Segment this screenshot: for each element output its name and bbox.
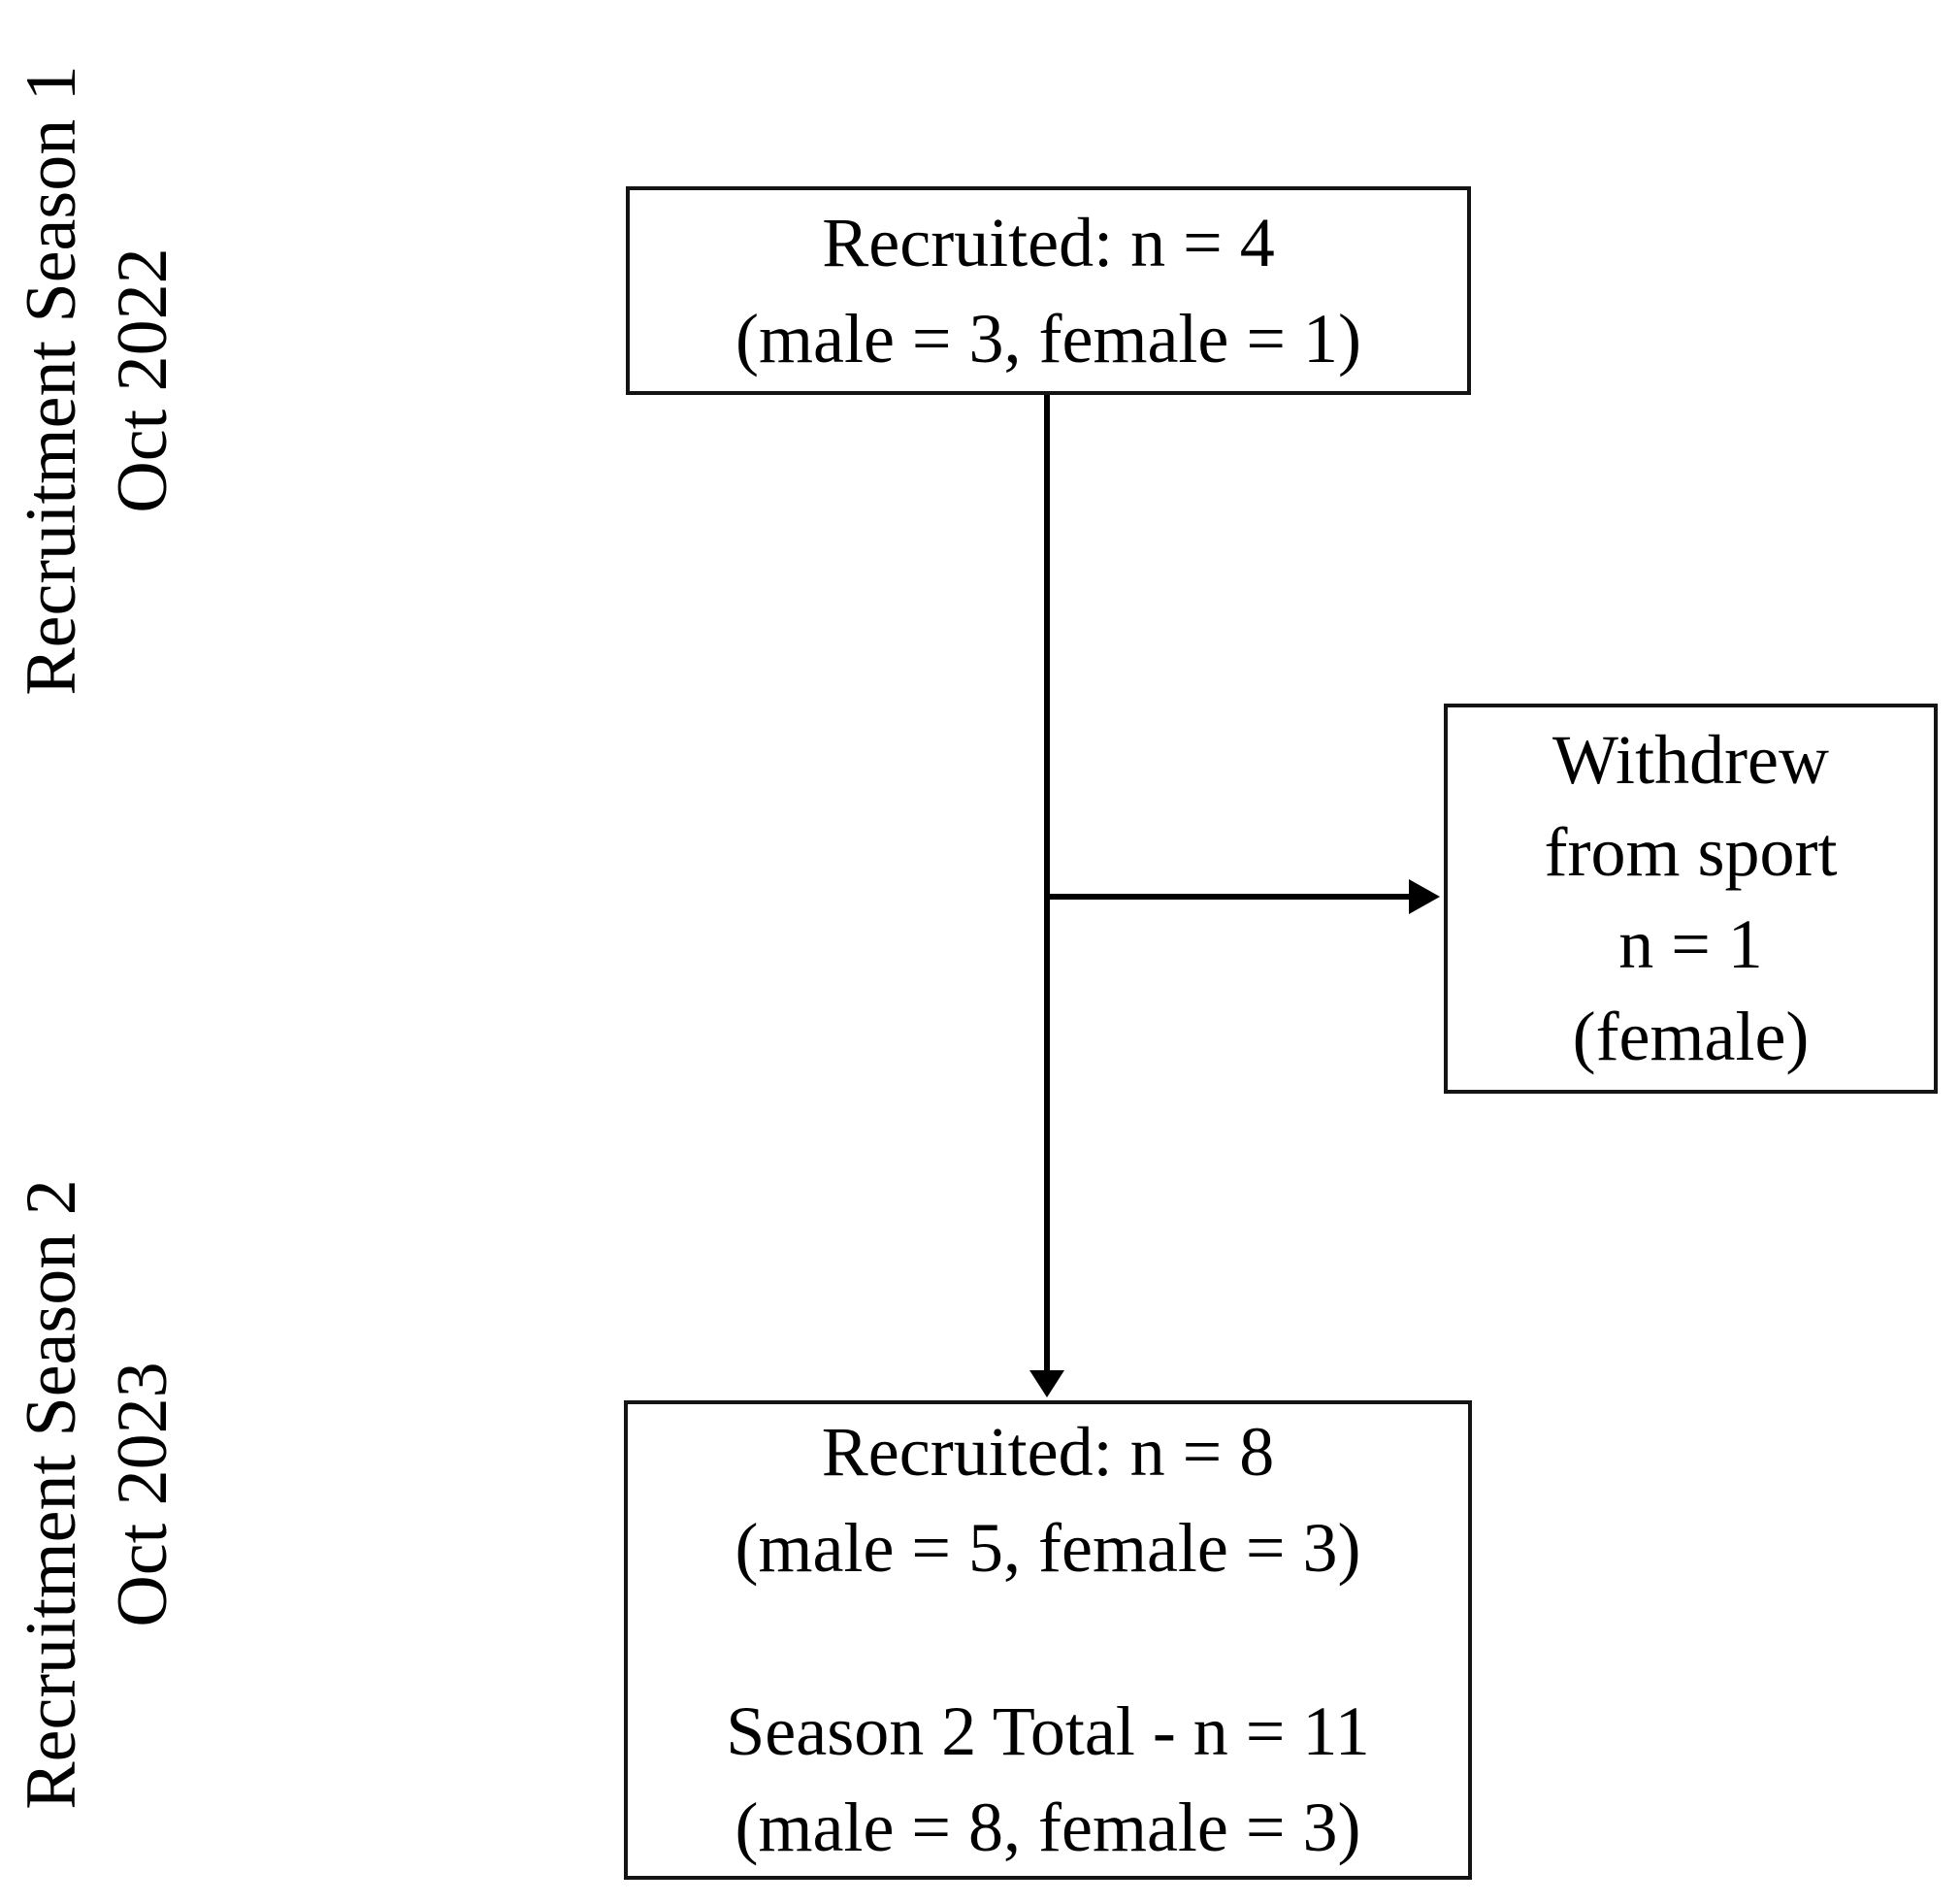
arrow-right-head-icon — [1409, 879, 1440, 914]
withdrew-box: Withdrew from sport n = 1 (female) — [1444, 704, 1938, 1094]
recruited-season1-box: Recruited: n = 4 (male = 3, female = 1) — [626, 186, 1471, 395]
season2-title: Recruitment Season 2 — [12, 1179, 91, 1810]
arrow-down-head-icon — [1029, 1370, 1064, 1397]
season1-side-label: Recruitment Season 1 Oct 2022 — [6, 65, 188, 695]
season2-date: Oct 2023 — [103, 1362, 182, 1627]
arrow-down-line — [1044, 395, 1050, 1371]
box-text-line: (female) — [1572, 998, 1810, 1075]
box-text-line: Withdrew — [1552, 721, 1829, 799]
box-text-line: n = 1 — [1618, 905, 1763, 983]
box-text-line: from sport — [1544, 813, 1838, 891]
recruited-season2-box: Recruited: n = 8 (male = 5, female = 3) … — [624, 1400, 1472, 1880]
season1-title: Recruitment Season 1 — [12, 65, 91, 696]
box-text-line: Season 2 Total - n = 11 — [726, 1692, 1370, 1770]
season1-date: Oct 2022 — [103, 247, 182, 513]
box-text-line: Recruited: n = 8 — [821, 1413, 1275, 1491]
season2-side-label: Recruitment Season 2 Oct 2023 — [6, 1179, 188, 1809]
box-text-line: (male = 8, female = 3) — [735, 1789, 1361, 1866]
box-text-line: (male = 5, female = 3) — [735, 1509, 1361, 1587]
box-text-line: (male = 3, female = 1) — [735, 299, 1361, 378]
arrow-right-line — [1047, 894, 1411, 900]
box-text-line: Recruited: n = 4 — [822, 203, 1275, 281]
